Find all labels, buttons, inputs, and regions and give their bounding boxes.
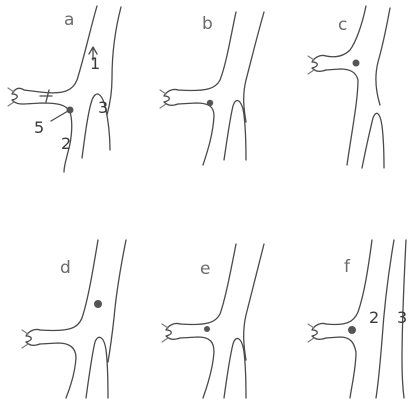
node-dot-f — [348, 326, 356, 334]
label-number-2-f: 2 — [369, 308, 379, 327]
panel-f: f 2 3 — [308, 240, 407, 398]
node-dot-c — [353, 60, 360, 67]
panel-letter-e: e — [200, 259, 210, 279]
label-number-3-f: 3 — [397, 308, 407, 327]
panel-letter-b: b — [202, 14, 213, 34]
panel-e: e — [162, 244, 264, 398]
vessel-drawing-d — [22, 240, 126, 398]
label-number-2: 2 — [61, 134, 71, 153]
vessel-drawing-f — [308, 240, 406, 398]
vessel-drawing-b — [160, 12, 264, 165]
panel-letter-f: f — [344, 257, 351, 277]
panel-b: b — [160, 12, 264, 165]
label-number-5: 5 — [34, 118, 44, 137]
label-number-1: 1 — [90, 54, 100, 73]
panel-letter-a: a — [64, 10, 74, 30]
panel-letter-c: c — [338, 15, 347, 35]
label-number-3: 3 — [98, 98, 108, 117]
vessel-drawing-e — [162, 244, 264, 398]
panel-a: a 1 2 3 5 — [8, 6, 121, 172]
panel-letter-d: d — [60, 258, 71, 278]
panel-d: d — [22, 240, 126, 398]
node-dot-d — [94, 300, 102, 308]
panel-c: c — [308, 6, 390, 168]
node-dot-a — [67, 107, 74, 114]
vessel-drawing-c — [308, 6, 390, 168]
node-dot-b — [207, 100, 213, 106]
node-dot-e — [204, 326, 210, 332]
